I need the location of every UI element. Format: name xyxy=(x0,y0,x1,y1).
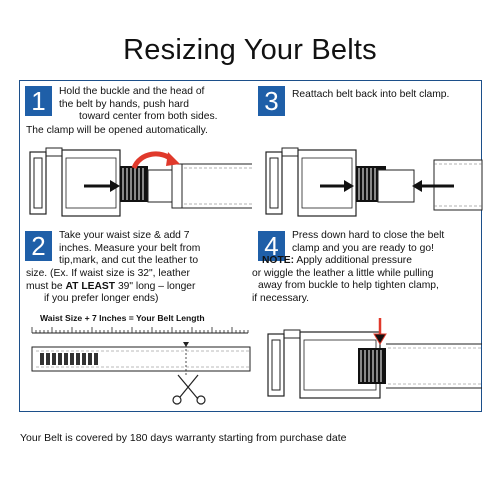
step-4-text-cont: NOTE: Apply additional pressure or wiggl… xyxy=(252,255,439,304)
step-2-number: 2 xyxy=(25,231,52,261)
step-2-text-cont: size. (Ex. If waist size is 32", leather… xyxy=(26,268,196,305)
warranty-note: Your Belt is covered by 180 days warrant… xyxy=(20,432,347,444)
step-4-number: 4 xyxy=(258,231,285,261)
step-1-illustration xyxy=(29,147,252,217)
step-4-illustration xyxy=(267,318,482,399)
step-2-illustration xyxy=(31,327,251,405)
step-1-number: 1 xyxy=(25,86,52,116)
step-2-text: Take your waist size & add 7 inches. Mea… xyxy=(59,230,201,267)
step-3-number: 3 xyxy=(258,86,285,116)
step-4-text: Press down hard to close the belt clamp … xyxy=(292,230,445,254)
belt-length-formula: Waist Size + 7 Inches = Your Belt Length xyxy=(40,313,205,323)
step-1-note: The clamp will be opened automatically. xyxy=(26,125,208,136)
step-3-illustration xyxy=(265,147,483,217)
step-3-text: Reattach belt back into belt clamp. xyxy=(292,89,450,100)
step-1-text: Hold the buckle and the head of the belt… xyxy=(59,86,218,123)
page-title: Resizing Your Belts xyxy=(123,34,377,66)
